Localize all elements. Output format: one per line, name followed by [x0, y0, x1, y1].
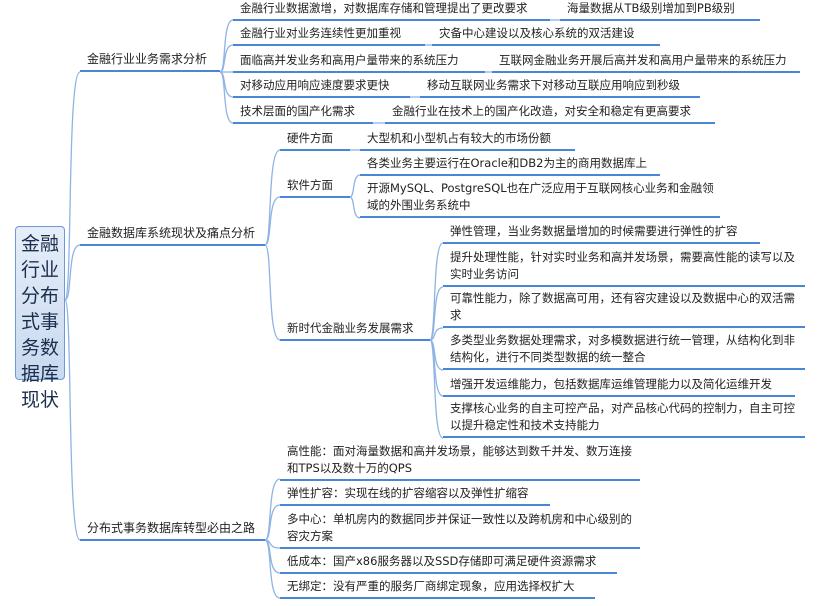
new-era-need[interactable]: 可靠性能力，除了数据高可用，还有容灾建设以及数据中心的双活需求	[443, 290, 805, 328]
connector-line	[64, 244, 81, 301]
transition-item[interactable]: 弹性扩容：实现在线的扩容缩容以及弹性扩缩容	[280, 485, 550, 506]
need-detail[interactable]: 海量数据从TB级别增加到PB级别	[560, 0, 760, 21]
connector-line	[264, 504, 281, 541]
connector-line	[349, 174, 361, 198]
transition-item[interactable]: 高性能：面对海量数据和高并发场景，能够达到数千并发、数万连接和TPS以及数十万的…	[280, 443, 640, 481]
connector-line	[429, 339, 444, 439]
software-detail[interactable]: 开源MySQL、PostgreSQL也在广泛应用于互联网核心业务和金融领域的外围…	[360, 180, 720, 218]
need-item[interactable]: 对移动应用响应速度要求更快	[233, 77, 410, 98]
software-node[interactable]: 软件方面	[280, 177, 350, 198]
connector-line	[264, 244, 281, 341]
connector-line	[64, 71, 81, 301]
need-detail[interactable]: 互联网金融业务开展后高并发和高用户量带来的系统压力	[492, 52, 800, 73]
need-item[interactable]: 金融行业对业务连续性更加重视	[233, 25, 425, 46]
new-era-needs-node[interactable]: 新时代金融业务发展需求	[280, 320, 430, 341]
transition-item[interactable]: 多中心：单机房内的数据同步并保证一致性以及跨机房和中心级别的容灾方案	[280, 511, 640, 549]
new-era-need[interactable]: 弹性管理，当业务数据量增加的时候需要进行弹性的扩容	[443, 223, 760, 244]
transition-item[interactable]: 低成本：国产x86服务器以及SSD存储即可满足硬件资源需求	[280, 553, 617, 574]
need-detail[interactable]: 金融行业在技术上的国产化改造，对安全和稳定有更高要求	[385, 103, 715, 124]
transition-item[interactable]: 无绑定：没有严重的服务厂商绑定现象，应用选择权扩大	[280, 578, 595, 599]
connector-line	[349, 196, 361, 219]
new-era-need[interactable]: 支撑核心业务的自主可控产品，对产品核心代码的控制力，自主可控以提升稳定性和技术支…	[443, 400, 805, 438]
branch-business-needs[interactable]: 金融行业业务需求分析	[80, 51, 220, 72]
connector-line	[264, 478, 281, 541]
connector-line	[219, 71, 234, 124]
need-detail[interactable]: 灾备中心建设以及核心系统的双活建设	[432, 25, 660, 46]
branch-current-status[interactable]: 金融数据库系统现状及痛点分析	[80, 225, 265, 246]
need-item[interactable]: 金融行业数据激增，对数据库存储和管理提出了更改要求	[233, 0, 550, 21]
root-node[interactable]: 金融行业分布式事务数据库现状	[15, 226, 65, 411]
connector-line	[429, 327, 444, 341]
need-item[interactable]: 面临高并发业务和高用户量带来的系统压力	[233, 52, 485, 73]
need-detail[interactable]: 移动互联网业务需求下对移动互联应用响应到秒级	[420, 77, 700, 98]
connector-line	[429, 286, 444, 341]
new-era-need[interactable]: 增强开发运维能力，包括数据库运维管理能力以及简化运维开发	[443, 376, 795, 397]
connector-line	[64, 299, 81, 541]
connector-line	[264, 196, 281, 246]
new-era-need[interactable]: 提升处理性能，针对实时业务和高并发场景，需要高性能的读写以及实时业务访问	[443, 249, 805, 287]
hardware-node[interactable]: 硬件方面	[280, 130, 350, 151]
connector-line	[219, 44, 234, 73]
software-detail[interactable]: 各类业务主要运行在Oracle和DB2为主的商用数据库上	[360, 155, 660, 176]
connector-line	[429, 242, 444, 341]
branch-distributed-transition[interactable]: 分布式事务数据库转型必由之路	[80, 520, 265, 541]
new-era-need[interactable]: 多类型业务数据处理需求，对多模数据进行统一管理，从结构化到非结构化，进行不同类型…	[443, 332, 805, 370]
hardware-detail[interactable]: 大型机和小型机占有较大的市场份额	[360, 130, 575, 151]
connector-line	[264, 539, 281, 599]
need-item[interactable]: 技术层面的国产化需求	[233, 103, 373, 124]
